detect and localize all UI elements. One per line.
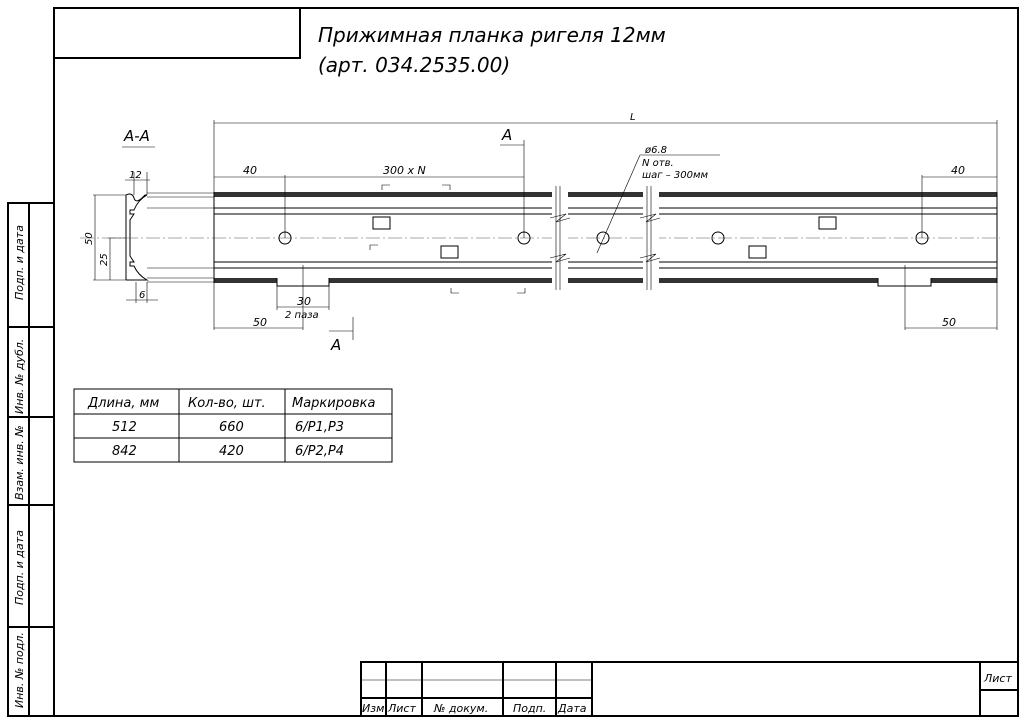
- hole-diameter: ø6.8: [644, 145, 667, 156]
- dim-half-height: 25: [99, 253, 110, 266]
- side-label: Инв. № дубл.: [13, 339, 26, 414]
- dim-start-offset: 40: [243, 164, 257, 177]
- side-label: Инв. № подл.: [13, 632, 26, 708]
- beam-view: [213, 184, 998, 294]
- section-mark-bottom: А: [330, 336, 341, 354]
- hole-pitch: шаг – 300мм: [642, 170, 709, 181]
- dim-profile-width: 12: [129, 170, 142, 181]
- title-block: Изм. Лист № докум. Подп. Дата Лист: [360, 661, 1019, 717]
- article-number: (арт. 034.2535.00): [318, 53, 510, 77]
- table-header: Длина, мм: [87, 396, 159, 411]
- hole: [596, 231, 610, 245]
- side-label: Взам. инв. №: [13, 425, 26, 500]
- section-label: А-А: [123, 127, 150, 145]
- tb-sheet: Лист: [983, 672, 1012, 685]
- dim-height: 50: [84, 232, 95, 245]
- quantity-table: Длина, мм Кол-во, шт. Маркировка 512 660…: [73, 388, 393, 463]
- section-mark-top: А: [501, 126, 512, 144]
- table-cell: 660: [219, 420, 244, 435]
- tb-col: Лист: [387, 702, 416, 715]
- table-cell: 512: [112, 420, 137, 435]
- tb-col: Подп.: [513, 702, 546, 715]
- dim-lip: 6: [139, 290, 145, 301]
- side-label: Подп. и дата: [13, 530, 26, 605]
- table-header: Кол-во, шт.: [188, 396, 266, 411]
- table-cell: 420: [219, 444, 244, 459]
- table-cell: 842: [112, 444, 137, 459]
- dim-end-offset: 40: [951, 164, 965, 177]
- table-cell: 6/Р2,Р4: [295, 444, 344, 459]
- table-cell: 6/Р1,Р3: [295, 420, 344, 435]
- dim-length: L: [630, 112, 636, 123]
- profile-section: 12 50 25 6: [84, 170, 214, 303]
- side-label: Подп. и дата: [13, 225, 26, 300]
- hole-count: N отв.: [642, 158, 674, 169]
- sheet-frame: [53, 7, 1019, 717]
- side-stamp: Подп. и дата Инв. № дубл. Взам. инв. № П…: [7, 202, 55, 717]
- tb-col: Изм.: [362, 702, 388, 715]
- dim-slot-offset-left: 50: [253, 316, 267, 329]
- dim-slot-width: 30: [297, 295, 311, 308]
- title-corner-box: [53, 7, 301, 59]
- table-header: Маркировка: [292, 396, 375, 411]
- hole: [711, 231, 725, 245]
- dim-slot-count: 2 паза: [285, 310, 319, 321]
- tb-col: Дата: [557, 702, 587, 715]
- dim-pitch: 300 x N: [383, 164, 426, 177]
- tb-col: № докум.: [433, 702, 488, 715]
- dim-slot-offset-right: 50: [942, 316, 956, 329]
- drawing-title: Прижимная планка ригеля 12мм: [318, 23, 666, 47]
